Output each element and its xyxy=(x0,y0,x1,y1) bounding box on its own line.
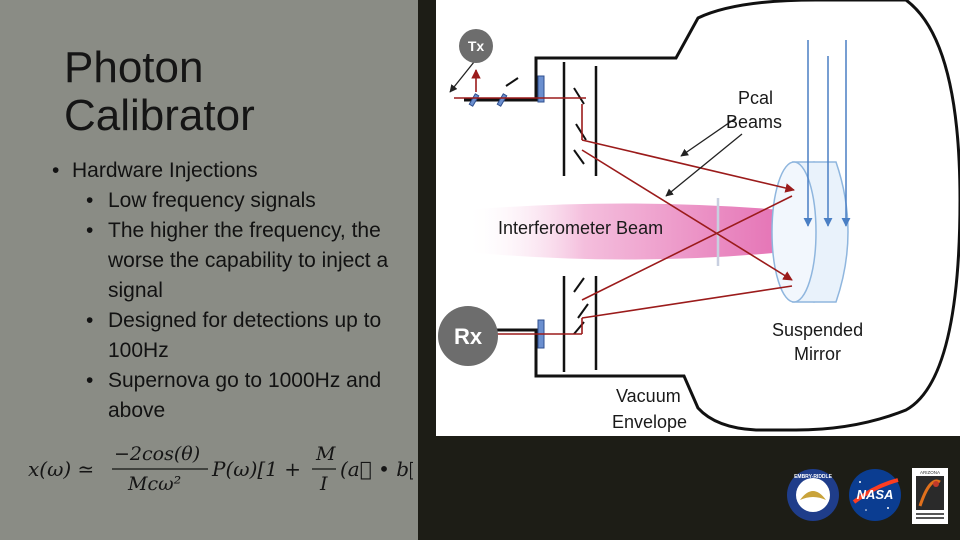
formula: x(ω) ≃ −2cos(θ) Mcω² P(ω)[1 + M I (a⃗ • … xyxy=(28,443,413,495)
steering-mirrors xyxy=(505,77,589,335)
vacuum-label-line2: Envelope xyxy=(612,412,687,432)
slide-title: Photon Calibrator xyxy=(64,43,255,140)
bullet-dot-icon: • xyxy=(86,369,94,392)
mirror-label-line2: Mirror xyxy=(794,344,841,364)
formula-tail: (a⃗ • b⃗)] xyxy=(340,457,413,481)
rx-receiver-icon xyxy=(438,306,498,366)
tx-label: Tx xyxy=(468,38,485,54)
bullet-item: • Designed for detections up to 100Hz xyxy=(0,306,398,366)
text-panel: Photon Calibrator • Hardware Injections •… xyxy=(0,0,418,540)
optical-plates xyxy=(562,62,720,372)
bullet-text: Supernova go to 1000Hz and above xyxy=(108,369,382,422)
formula-mid: P(ω)[1 + xyxy=(211,457,301,481)
bullet-text: Hardware Injections xyxy=(72,159,258,182)
suspension-arrows xyxy=(803,40,851,227)
embry-riddle-logo: EMBRY-RIDDLE xyxy=(787,469,839,521)
bullet-text: The higher the frequency, the worse the … xyxy=(108,219,389,302)
pcal-beams xyxy=(454,69,795,339)
bullet-dot-icon: • xyxy=(86,219,94,242)
bullet-dot-icon: • xyxy=(86,189,94,212)
formula-frac2-numerator: M xyxy=(315,443,336,465)
mirror-face xyxy=(771,161,817,303)
formula-frac2-denominator: I xyxy=(319,473,328,495)
photon-calibrator-diagram: Tx Rx Pcal Beams Interferometer Beam Sus… xyxy=(436,0,960,436)
tx-transmitter-icon xyxy=(459,29,493,63)
formula-numerator: −2cos(θ) xyxy=(114,443,200,465)
nasa-logo-text: NASA xyxy=(857,487,894,502)
bullet-list: • Hardware Injections • Low frequency sign… xyxy=(0,156,402,426)
bullet-item: • Supernova go to 1000Hz and above xyxy=(0,366,398,426)
bullet-dot-icon: • xyxy=(52,159,60,182)
bullet-dot-icon: • xyxy=(86,309,94,332)
arizona-space-grant-logo: ARIZONA xyxy=(912,468,948,524)
vacuum-label-line1: Vacuum xyxy=(616,386,681,406)
embry-riddle-logo-text: EMBRY-RIDDLE xyxy=(794,474,833,480)
bullet-item: • The higher the frequency, the worse the… xyxy=(0,216,398,306)
interferometer-beam-label: Interferometer Beam xyxy=(498,218,663,238)
pcal-label-line1: Pcal xyxy=(738,88,773,108)
label-pointers xyxy=(449,61,743,197)
bullet-item: • Low frequency signals xyxy=(0,186,398,216)
rx-label: Rx xyxy=(454,324,483,349)
nasa-logo: NASA xyxy=(849,469,901,521)
mirror-label-line1: Suspended xyxy=(772,320,863,340)
bullet-text: Low frequency signals xyxy=(108,189,316,212)
formula-denominator: Mcω² xyxy=(127,473,181,495)
formula-lhs: x(ω) ≃ xyxy=(28,457,94,481)
vacuum-envelope xyxy=(464,0,960,432)
bullet-text: Designed for detections up to 100Hz xyxy=(108,309,382,362)
interferometer-beam xyxy=(466,203,804,260)
arizona-logo-text: ARIZONA xyxy=(920,470,940,475)
pcal-label-line2: Beams xyxy=(726,112,782,132)
bullet-item: • Hardware Injections xyxy=(0,156,402,186)
